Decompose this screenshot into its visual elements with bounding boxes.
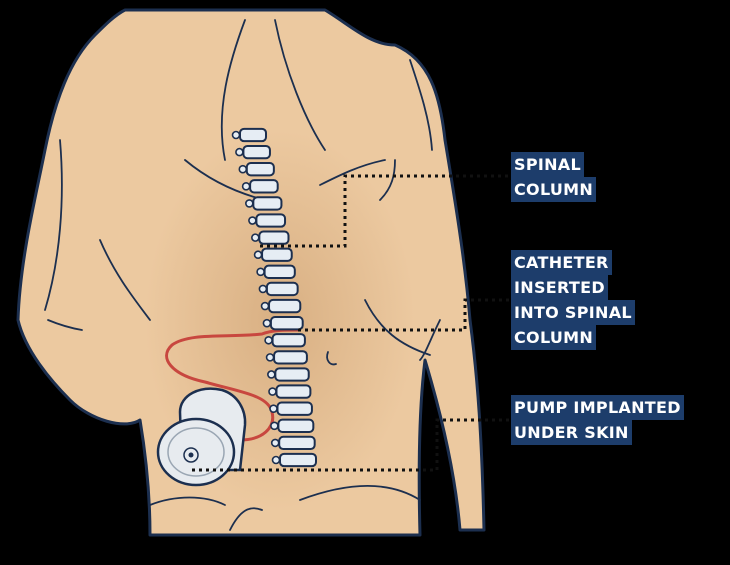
spine bbox=[231, 127, 317, 468]
implanted-pump bbox=[156, 387, 247, 487]
vertebra bbox=[239, 127, 267, 143]
vertebra-process bbox=[231, 130, 241, 140]
leader-spinal-column bbox=[260, 174, 510, 248]
vertebra-process bbox=[235, 147, 244, 157]
vertebra-process bbox=[253, 250, 263, 260]
vertebra-process bbox=[256, 267, 265, 277]
vertebra-process bbox=[260, 301, 270, 311]
vertebra-process bbox=[258, 284, 268, 294]
vertebra-process bbox=[270, 421, 279, 431]
vertebra bbox=[245, 162, 275, 177]
label-line: COLUMN bbox=[511, 177, 597, 202]
leader-catheter bbox=[298, 298, 510, 332]
vertebra-process bbox=[238, 164, 248, 174]
vertebra bbox=[276, 401, 313, 416]
label-line: PUMP IMPLANTED bbox=[511, 395, 684, 420]
vertebra bbox=[261, 247, 293, 262]
vertebra-process bbox=[262, 318, 272, 328]
label-line: SPINAL bbox=[511, 152, 584, 177]
vertebra-process bbox=[245, 199, 254, 208]
label-pump: PUMP IMPLANTED UNDER SKIN bbox=[511, 395, 684, 445]
vertebra bbox=[269, 316, 304, 331]
vertebra-process bbox=[251, 233, 260, 242]
label-catheter: CATHETER INSERTED INTO SPINAL COLUMN bbox=[511, 250, 635, 350]
vertebra bbox=[274, 367, 310, 382]
vertebra-process bbox=[265, 353, 275, 362]
vertebra bbox=[277, 418, 315, 433]
label-line: UNDER SKIN bbox=[511, 420, 632, 445]
vertebra bbox=[273, 350, 308, 365]
vertebra bbox=[271, 333, 306, 348]
vertebra bbox=[265, 281, 299, 297]
label-line: INSERTED bbox=[511, 275, 608, 300]
vertebra-process bbox=[248, 216, 257, 225]
vertebra bbox=[268, 298, 302, 314]
label-line: INTO SPINAL bbox=[511, 300, 635, 325]
vertebra bbox=[263, 264, 296, 279]
vertebra bbox=[258, 230, 290, 245]
label-line: COLUMN bbox=[511, 325, 597, 350]
vertebra-process bbox=[241, 182, 251, 191]
vertebra-process bbox=[268, 387, 277, 396]
vertebra bbox=[278, 435, 316, 451]
vertebra-process bbox=[264, 335, 273, 345]
vertebra-process bbox=[271, 455, 281, 465]
vertebra-process bbox=[267, 370, 276, 379]
label-spinal-column: SPINAL COLUMN bbox=[511, 152, 597, 202]
leader-pump bbox=[192, 418, 510, 472]
vertebra bbox=[252, 196, 283, 211]
vertebra bbox=[275, 384, 312, 399]
vertebra bbox=[249, 179, 279, 194]
label-line: CATHETER bbox=[511, 250, 612, 275]
vertebra bbox=[279, 452, 317, 468]
vertebra bbox=[255, 213, 287, 228]
vertebra-process bbox=[270, 438, 280, 448]
vertebra-process bbox=[269, 404, 278, 413]
leader-lines bbox=[192, 174, 510, 472]
vertebra bbox=[242, 144, 271, 160]
